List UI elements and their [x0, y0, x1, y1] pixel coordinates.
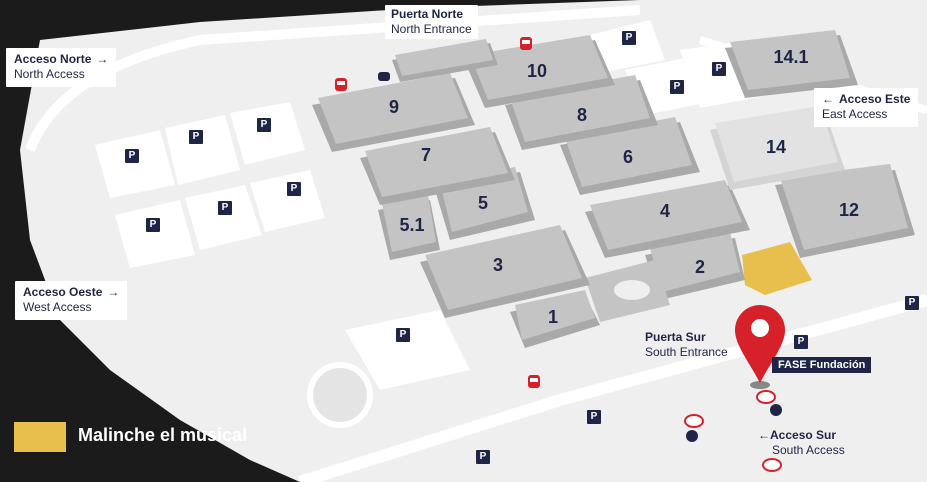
bus-icon	[520, 37, 532, 50]
pavilion-number: 7	[421, 145, 431, 165]
pavilion-number: 10	[527, 61, 547, 81]
south-gate-label: Puerta Sur South Entrance	[645, 330, 728, 359]
location-pin-icon	[735, 305, 785, 389]
pavilion-number: 3	[493, 255, 503, 275]
bus-icon	[528, 375, 540, 388]
north-gate-label: Puerta Norte North Entrance	[385, 5, 478, 39]
pavilion-1	[510, 290, 600, 348]
pavilion-number: 12	[839, 200, 859, 220]
bus-icon	[335, 78, 347, 91]
pavilion-5-1	[378, 195, 440, 260]
pavilion-14-1	[725, 30, 858, 98]
legend-swatch	[14, 422, 66, 452]
pavilion-number: 9	[389, 97, 399, 117]
pavilion-10	[465, 35, 615, 108]
parking-icon: P	[396, 328, 410, 342]
malinche-venue-highlight	[742, 242, 812, 295]
fase-fundacion-tag: FASE Fundación	[772, 357, 872, 373]
parking-icon: P	[622, 31, 636, 45]
taxi-icon	[378, 72, 390, 81]
pavilion-2	[645, 232, 745, 300]
metro-icon	[684, 414, 704, 428]
east-access-label: ←Acceso Este East Access	[814, 88, 919, 127]
south-access-label: ←Acceso Sur South Access	[758, 428, 845, 457]
roundabout	[307, 362, 373, 428]
pavilion-central-ring	[585, 260, 670, 322]
pavilion-number: 6	[623, 147, 633, 167]
parking-icon: P	[794, 335, 808, 349]
pavilion-12	[775, 164, 915, 258]
pavilion-number: 8	[577, 105, 587, 125]
metro-icon	[756, 390, 776, 404]
parking-icon: P	[125, 149, 139, 163]
parking-icon: P	[587, 410, 601, 424]
pavilion-number: 1	[548, 307, 558, 327]
parking-icon: P	[712, 62, 726, 76]
pavilion-number: 4	[660, 201, 670, 221]
parking-icon: P	[146, 218, 160, 232]
pavilion-number: 5	[478, 193, 488, 213]
parking-icon: P	[670, 80, 684, 94]
pavilion-7	[360, 127, 515, 205]
pavilion-3	[420, 225, 590, 318]
parking-icon: P	[257, 118, 271, 132]
pavilion-number: 14	[766, 137, 786, 157]
bus-stop-icon	[770, 404, 782, 416]
south-road	[298, 294, 927, 482]
pavilion-north-small	[392, 39, 498, 82]
pavilion-number: 14.1	[773, 47, 808, 67]
north-access-label: Acceso Norte→ North Access	[6, 48, 117, 87]
metro-icon	[762, 458, 782, 472]
parking-icon: P	[218, 201, 232, 215]
parking-icon: P	[476, 450, 490, 464]
parking-icon: P	[287, 182, 301, 196]
parking-icon: P	[189, 130, 203, 144]
parking-icon: P	[905, 296, 919, 310]
pavilions	[312, 30, 915, 348]
legend-label: Malinche el musical	[78, 425, 248, 445]
bus-stop-icon	[686, 430, 698, 442]
pavilion-number: 2	[695, 257, 705, 277]
pavilion-number: 5.1	[399, 215, 424, 235]
pavilion-4	[585, 180, 750, 258]
pavilion-9	[312, 73, 475, 152]
pavilion-14	[710, 106, 845, 190]
west-access-label: Acceso Oeste→ West Access	[15, 281, 128, 320]
